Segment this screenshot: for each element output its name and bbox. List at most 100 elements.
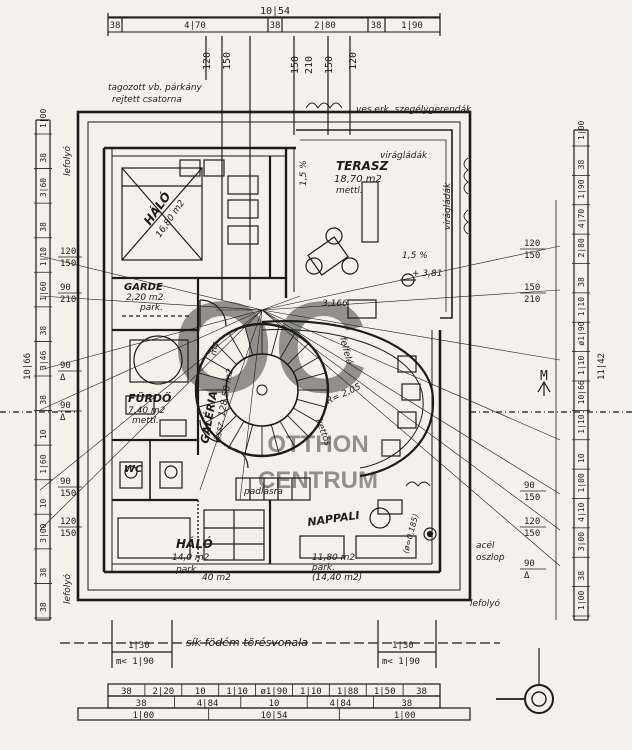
- watermark: OC OTTHON CENTRUM: [173, 274, 379, 494]
- dim-right-chain: 1|10: [577, 297, 586, 316]
- dim-right-chain: 1|00: [577, 121, 586, 140]
- dimension-ray: [261, 245, 561, 311]
- dim-bottom-row1: 38: [121, 687, 132, 697]
- dim-top-total: 10|54: [260, 6, 290, 17]
- dim-pair-right-bottom: 150: [524, 251, 540, 261]
- dim-pair-left-bottom: 150: [60, 529, 76, 539]
- stair-tread: [279, 420, 296, 448]
- label-garde-area: 2,20 m2: [126, 293, 164, 303]
- dim-bottom-row2: 10: [269, 699, 280, 709]
- dim-bottom-row2: 38: [136, 699, 147, 709]
- dim-pair-left-bottom: 210: [60, 295, 76, 305]
- dim-left-chain: 1|60: [39, 454, 48, 473]
- stair-tread: [215, 343, 237, 365]
- label-furdo: FÜRDŐ: [128, 391, 171, 405]
- dimension-ray: [261, 309, 561, 495]
- label-galeria-floor: mc.: [209, 338, 222, 356]
- label-halo2: HÁLÓ: [176, 536, 213, 551]
- dim-right-chain: ø1|90: [577, 321, 586, 345]
- dim-left-chain: 38: [39, 568, 48, 578]
- stair-tread: [244, 326, 254, 356]
- label-nappali-extra: (14,40 m2): [312, 573, 362, 583]
- label-tagozott-2: rejtett csatorna: [112, 95, 182, 105]
- dim-left-chain: 10: [39, 498, 48, 508]
- label-sik: sík födém törésvonala: [186, 636, 308, 649]
- dim-pair-right-top: 90: [524, 481, 535, 491]
- stair-tread: [279, 332, 296, 360]
- dim-pair-right-top: 150: [524, 283, 540, 293]
- dim-left-chain: 3|00: [39, 523, 48, 542]
- dim-pair-left-bottom: Δ: [60, 373, 66, 383]
- stair-tread: [198, 398, 228, 408]
- dim-bottom-row1: 1|88: [337, 687, 359, 697]
- watermark-line1: OTTHON: [267, 431, 368, 458]
- dim-bottom-row1: 1|10: [226, 687, 248, 697]
- dimension-ray: [239, 309, 263, 501]
- label-viragladak-top: virágládák: [380, 151, 428, 161]
- dim-vertical-top: 150: [290, 56, 301, 74]
- stair-tread: [204, 356, 232, 373]
- dim-left-chain: 38: [39, 222, 48, 232]
- plants: [305, 102, 469, 487]
- dim-top-segment: 38: [110, 21, 121, 31]
- dim-pair-left-top: 90: [60, 477, 71, 487]
- dim-pair-left-top: 120: [60, 247, 76, 257]
- stair-tread: [292, 356, 320, 373]
- label-kota: + 3,81: [412, 269, 442, 279]
- dim-right-chain: 38: [577, 571, 586, 581]
- dim-left-chain: 38: [39, 326, 48, 336]
- dim-bottom-row3: 1|00: [132, 711, 154, 721]
- dimension-ray: [261, 289, 561, 311]
- label-acel: acél: [476, 540, 495, 551]
- dim-right-chain: 10|66: [577, 380, 586, 404]
- dim-bottom-row1: 10: [195, 687, 206, 697]
- dim-130-left: 1|30: [128, 641, 150, 651]
- label-viragladak-side: virágládák: [443, 182, 453, 230]
- dim-vertical-top: 150: [222, 52, 233, 70]
- dimension-ray: [261, 309, 561, 441]
- dim-vertical-top: 120: [202, 52, 213, 70]
- dimension-ray: [261, 309, 561, 361]
- label-garde-floor: park.: [139, 303, 163, 313]
- dim-right-chain: 1|90: [577, 179, 586, 198]
- dim-vertical-top: 150: [324, 56, 335, 74]
- dimension-ray: [39, 309, 263, 371]
- dimension-ray: [261, 309, 561, 531]
- label-tagozott-1: tagozott vb. párkány: [108, 83, 203, 93]
- dim-vertical-top: 120: [348, 52, 359, 70]
- label-lejto-2: 1,5 %: [402, 251, 428, 261]
- label-3166: 3,166: [322, 299, 348, 309]
- dim-right-chain: 2|80: [577, 238, 586, 257]
- dim-right-chain: 3|00: [577, 532, 586, 551]
- dim-pair-left-top: 90: [60, 361, 71, 371]
- left-total: 10|66: [23, 353, 33, 380]
- dim-bottom-row2: 4|84: [197, 699, 219, 709]
- dim-left-chain: 38: [39, 153, 48, 163]
- dim-left-chain: 10: [39, 429, 48, 439]
- dim-top-segment: 38: [270, 21, 281, 31]
- label-halo2-floor: park.: [175, 565, 199, 575]
- dim-pair-right-bottom: 150: [524, 493, 540, 503]
- label-lefolyo-2: lefolyó: [62, 573, 73, 604]
- label-halo2-area: 14,0 m2: [172, 553, 210, 563]
- dimension-ray: [39, 309, 263, 531]
- dim-pair-left-bottom: 150: [60, 489, 76, 499]
- dim-left-chain: 3|60: [39, 178, 48, 197]
- stair-tread: [198, 372, 228, 382]
- dim-right-chain: 1|00: [577, 473, 586, 492]
- dim-bottom-row3: 10|54: [260, 711, 287, 721]
- dim-left-chain: 3|46: [39, 351, 48, 370]
- dimension-ray: [261, 309, 561, 567]
- dim-right-chain: 10: [577, 453, 586, 463]
- dim-pair-right-bottom: Δ: [524, 571, 530, 581]
- dim-pair-left-top: 90: [60, 283, 71, 293]
- label-padlasra: padlásra: [243, 487, 283, 497]
- dim-pair-right-bottom: 150: [524, 529, 540, 539]
- dim-right-chain: 38: [577, 160, 586, 170]
- dim-pair-left-bottom: 150: [60, 259, 76, 269]
- dim-top-segment: 4|70: [184, 21, 206, 31]
- dim-top-segment: 38: [371, 21, 382, 31]
- dim-bottom-row1: 2|20: [152, 687, 174, 697]
- dim-bottom-row1: 38: [416, 687, 427, 697]
